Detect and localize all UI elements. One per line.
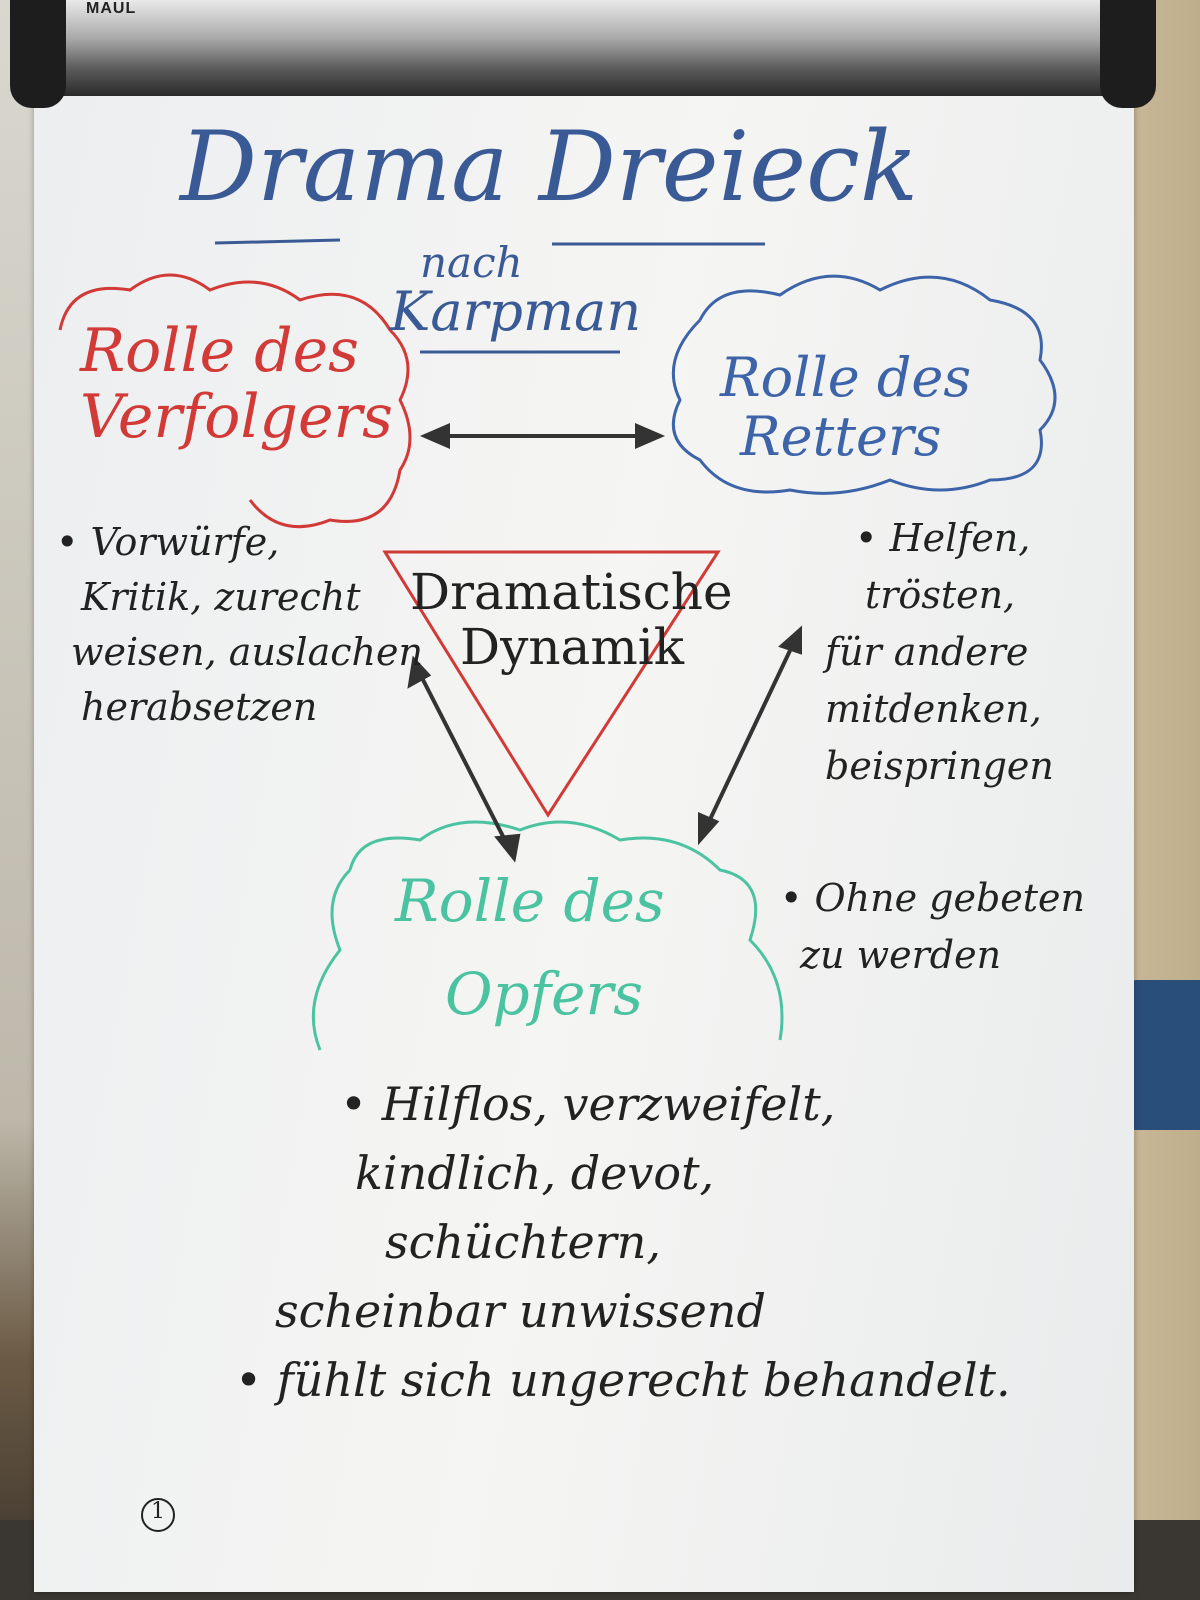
role-line: Retters	[740, 405, 942, 469]
double-arrow	[416, 669, 512, 851]
note-line: • Ohne gebeten	[780, 876, 1086, 920]
note-line: Kritik, zurecht	[81, 575, 361, 620]
page-number: 1	[151, 1499, 165, 1524]
note-line: scheinbar unwissend	[275, 1284, 766, 1338]
trash-bin	[1130, 980, 1200, 1130]
rescuer-label: Rolle des Retters	[720, 348, 971, 467]
clamp-cap	[1100, 0, 1156, 108]
note-line: • Hilflos, verzweifelt,	[340, 1077, 836, 1131]
note-line: herabsetzen	[81, 685, 318, 730]
note-line: • Helfen,	[855, 516, 1031, 560]
page-number-circle	[141, 1498, 175, 1532]
drama-triangle	[382, 550, 721, 818]
flipchart-clamp-bar	[14, 0, 1154, 96]
brand-label: MAUL	[86, 0, 137, 17]
note-line: kindlich, devot,	[355, 1146, 715, 1200]
role-line: Rolle des	[80, 316, 359, 386]
victim-label: Rolle des Opfers	[395, 855, 665, 1041]
arrows	[407, 422, 802, 863]
persecutor-cloud	[58, 273, 412, 529]
flipchart-paper	[34, 92, 1134, 1592]
note-line: weisen, auslachen	[71, 630, 423, 675]
note-line: beispringen	[825, 744, 1054, 788]
note-line: • Vorwürfe,	[56, 520, 280, 564]
persecutor-notes: • Vorwürfe, Kritik, zurecht weisen, ausl…	[56, 515, 423, 735]
center-line: Dynamik	[460, 618, 685, 676]
persecutor-label: Rolle des Verfolgers	[80, 318, 393, 450]
victim-cloud	[311, 820, 784, 1051]
center-line: Dramatische	[410, 563, 733, 621]
rescuer-notes: • Helfen, trösten, für andere mitdenken,…	[825, 510, 1054, 795]
chart-subtitle: nach	[420, 238, 523, 287]
note-line: trösten,	[865, 573, 1016, 617]
rescuer-cloud	[671, 274, 1057, 495]
chart-subtitle-author: Karpman	[390, 280, 642, 343]
rescuer-notes-2: • Ohne gebeten zu werden	[780, 870, 1085, 984]
clamp-cap	[10, 0, 66, 108]
victim-notes: • Hilflos, verzweifelt, kindlich, devot,…	[235, 1070, 1011, 1415]
note-line: schüchtern,	[385, 1215, 661, 1269]
role-line: Rolle des	[720, 346, 972, 409]
role-line: Rolle des	[395, 867, 665, 935]
center-label: Dramatische Dynamik	[410, 565, 733, 675]
title-underline	[214, 238, 765, 354]
double-arrow	[703, 639, 797, 831]
note-line: für andere	[825, 630, 1029, 674]
note-line: • fühlt sich ungerecht behandelt.	[235, 1353, 1011, 1407]
wall	[0, 0, 40, 1600]
chart-title: Drama Dreieck	[180, 111, 918, 223]
note-line: mitdenken,	[825, 687, 1042, 731]
role-line: Verfolgers	[80, 382, 393, 452]
role-line: Opfers	[445, 959, 643, 1028]
note-line: zu werden	[800, 933, 1002, 977]
